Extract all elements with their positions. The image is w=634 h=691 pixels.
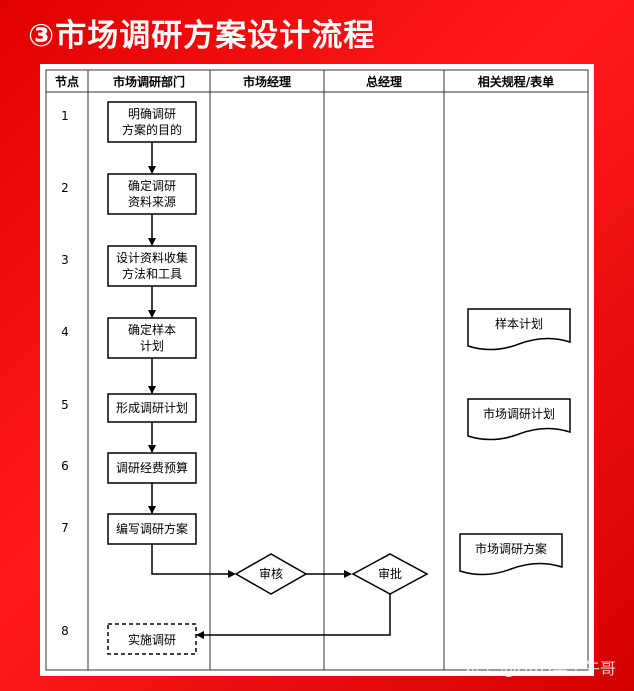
step-label-3a: 设计资料收集 [116, 250, 188, 265]
process-box-final [107, 623, 197, 655]
step-label-4b: 计划 [140, 339, 164, 353]
step-label-5: 形成调研计划 [116, 401, 188, 415]
process-box-1 [107, 101, 197, 143]
node-number-5: 5 [61, 398, 69, 412]
flowchart-diagram: 节点 市场调研部门 市场经理 总经理 相关规程/表单 1 2 3 4 5 6 7… [45, 69, 589, 671]
document-shape-research-plan [467, 398, 571, 441]
step-label-4a: 确定样本 [128, 322, 176, 337]
process-box-7 [107, 513, 197, 545]
header-market-manager: 市场经理 [243, 74, 291, 89]
node-number-7: 7 [61, 521, 69, 535]
step-label-3b: 方法和工具 [122, 266, 182, 281]
arrow-approve-final [196, 594, 391, 639]
document-shape-research-proposal [459, 533, 563, 576]
document-sample-plan: 样本计划 [495, 316, 543, 331]
step-label-1b: 方案的目的 [122, 122, 182, 137]
document-shape-sample-plan [467, 308, 571, 351]
header-general-manager: 总经理 [366, 74, 402, 89]
header-market-research-dept: 市场调研部门 [113, 74, 185, 89]
header-node: 节点 [55, 74, 79, 89]
step-label-2a: 确定调研 [128, 178, 176, 193]
node-number-8: 8 [61, 624, 69, 638]
page-title: ③市场调研方案设计流程 [28, 18, 376, 54]
approve-diamond [351, 553, 429, 595]
watermark: 知乎 @HRD学堂午哥 [463, 659, 616, 678]
process-box-3 [107, 245, 197, 287]
node-number-3: 3 [61, 253, 69, 267]
process-box-4 [107, 317, 197, 359]
step-label-7: 编写调研方案 [116, 521, 188, 536]
document-research-plan: 市场调研计划 [483, 406, 555, 421]
flowchart-card: 节点 市场调研部门 市场经理 总经理 相关规程/表单 1 2 3 4 5 6 7… [40, 64, 594, 676]
document-research-proposal: 市场调研方案 [475, 541, 547, 556]
node-number-1: 1 [61, 109, 69, 123]
node-number-4: 4 [61, 325, 69, 339]
step-label-1a: 明确调研 [128, 107, 176, 121]
step-label-2b: 资料来源 [128, 195, 176, 209]
approve-label: 审批 [378, 566, 402, 581]
node-number-6: 6 [61, 459, 69, 473]
process-box-5 [107, 393, 197, 423]
arrow-7-review [151, 544, 236, 578]
step-label-6: 调研经费预算 [116, 460, 188, 475]
node-number-2: 2 [61, 181, 69, 195]
review-diamond [234, 553, 308, 595]
process-box-6 [107, 452, 197, 484]
final-step-label: 实施调研 [128, 632, 176, 647]
table-grid [45, 69, 589, 671]
review-label: 审核 [259, 566, 283, 581]
header-related-docs: 相关规程/表单 [478, 74, 554, 89]
